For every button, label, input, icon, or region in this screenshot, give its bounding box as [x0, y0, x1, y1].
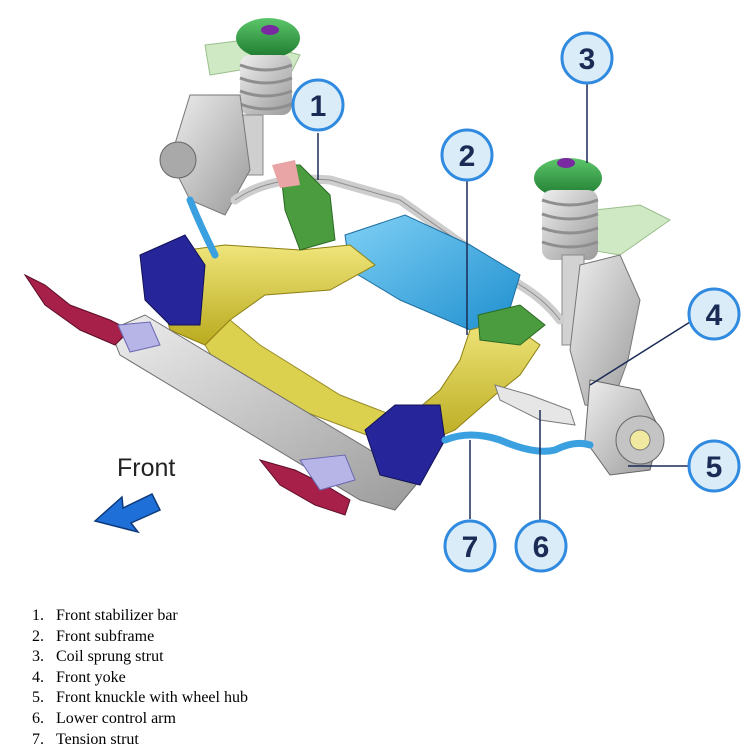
legend-item: 2.Front subframe — [32, 627, 155, 645]
legend-item: 4.Front yoke — [32, 668, 126, 686]
tension-strut — [441, 431, 594, 455]
right-bumper-arm — [258, 459, 351, 516]
svg-text:3: 3 — [579, 43, 596, 76]
svg-text:2: 2 — [459, 140, 476, 173]
svg-text:6: 6 — [533, 531, 550, 564]
svg-text:1: 1 — [310, 90, 327, 123]
front-label: Front — [117, 454, 175, 482]
legend-item: 6.Lower control arm — [32, 709, 176, 727]
callout-6: 6 — [514, 519, 568, 573]
left-bracket — [139, 234, 206, 326]
legend-item: 3.Coil sprung strut — [32, 648, 164, 666]
callout-4: 4 — [687, 287, 741, 341]
parts-legend: 1.Front stabilizer bar 2.Front subframe … — [32, 606, 248, 750]
legend-item: 1.Front stabilizer bar — [32, 607, 178, 624]
svg-text:5: 5 — [706, 451, 723, 484]
callout-7: 7 — [443, 519, 497, 573]
callout-3: 3 — [560, 31, 614, 85]
front-arrow-icon — [93, 493, 162, 534]
callout-1: 1 — [291, 78, 345, 132]
lower-control-arm — [494, 384, 576, 426]
right-strut-assembly — [534, 158, 671, 476]
callout-2: 2 — [440, 128, 494, 182]
svg-text:7: 7 — [462, 531, 479, 564]
left-bumper-arm — [23, 273, 131, 346]
suspension-diagram: 1 2 3 4 5 6 7 Front — [23, 18, 741, 573]
left-strut-assembly — [159, 18, 301, 216]
svg-text:4: 4 — [706, 299, 723, 332]
leader-lines — [317, 83, 691, 521]
legend-item: 7.Tension strut — [32, 730, 139, 748]
legend-item: 5.Front knuckle with wheel hub — [32, 689, 248, 707]
callout-5: 5 — [687, 439, 741, 493]
left-link — [186, 196, 219, 259]
